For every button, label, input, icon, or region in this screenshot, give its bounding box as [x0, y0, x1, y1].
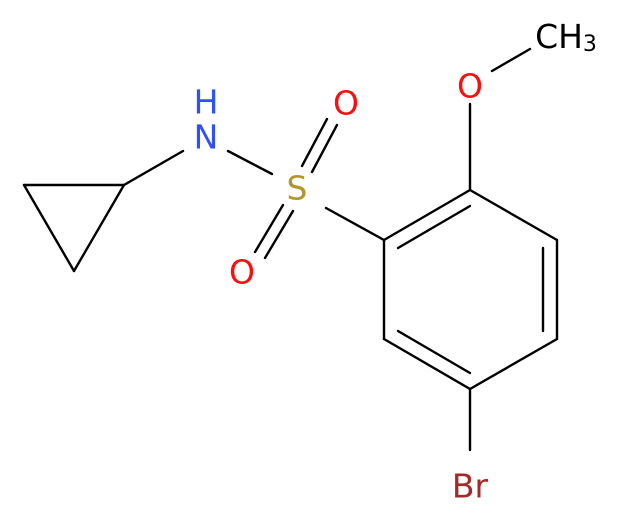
- bond-s-o-bottom: [253, 203, 295, 260]
- atom-nitrogen: N: [194, 118, 219, 157]
- atom-oxygen-top: O: [333, 84, 359, 123]
- cyclopropyl-ring: [22, 183, 126, 273]
- bond-cp-n: [122, 149, 185, 187]
- atom-bromine: Br: [452, 467, 489, 506]
- atom-oxygen-bottom: O: [229, 253, 255, 292]
- bond-s-c1: [324, 206, 386, 242]
- methyl-subscript-3: 3: [583, 32, 597, 57]
- methyl-ch-text: CH: [535, 17, 583, 56]
- bond-n-s: [226, 149, 274, 176]
- bond-s-o-top: [300, 117, 339, 174]
- benzene-ring: [382, 188, 559, 391]
- atom-sulfur: S: [287, 169, 308, 208]
- atom-oxygen-methoxy: O: [457, 67, 483, 106]
- bond-cp3-cp1: [72, 183, 126, 273]
- bond-cp2-cp3: [22, 183, 76, 273]
- atom-methyl: CH3: [535, 17, 597, 57]
- bond-o-ch3: [490, 47, 532, 73]
- atom-hydrogen: H: [194, 83, 219, 122]
